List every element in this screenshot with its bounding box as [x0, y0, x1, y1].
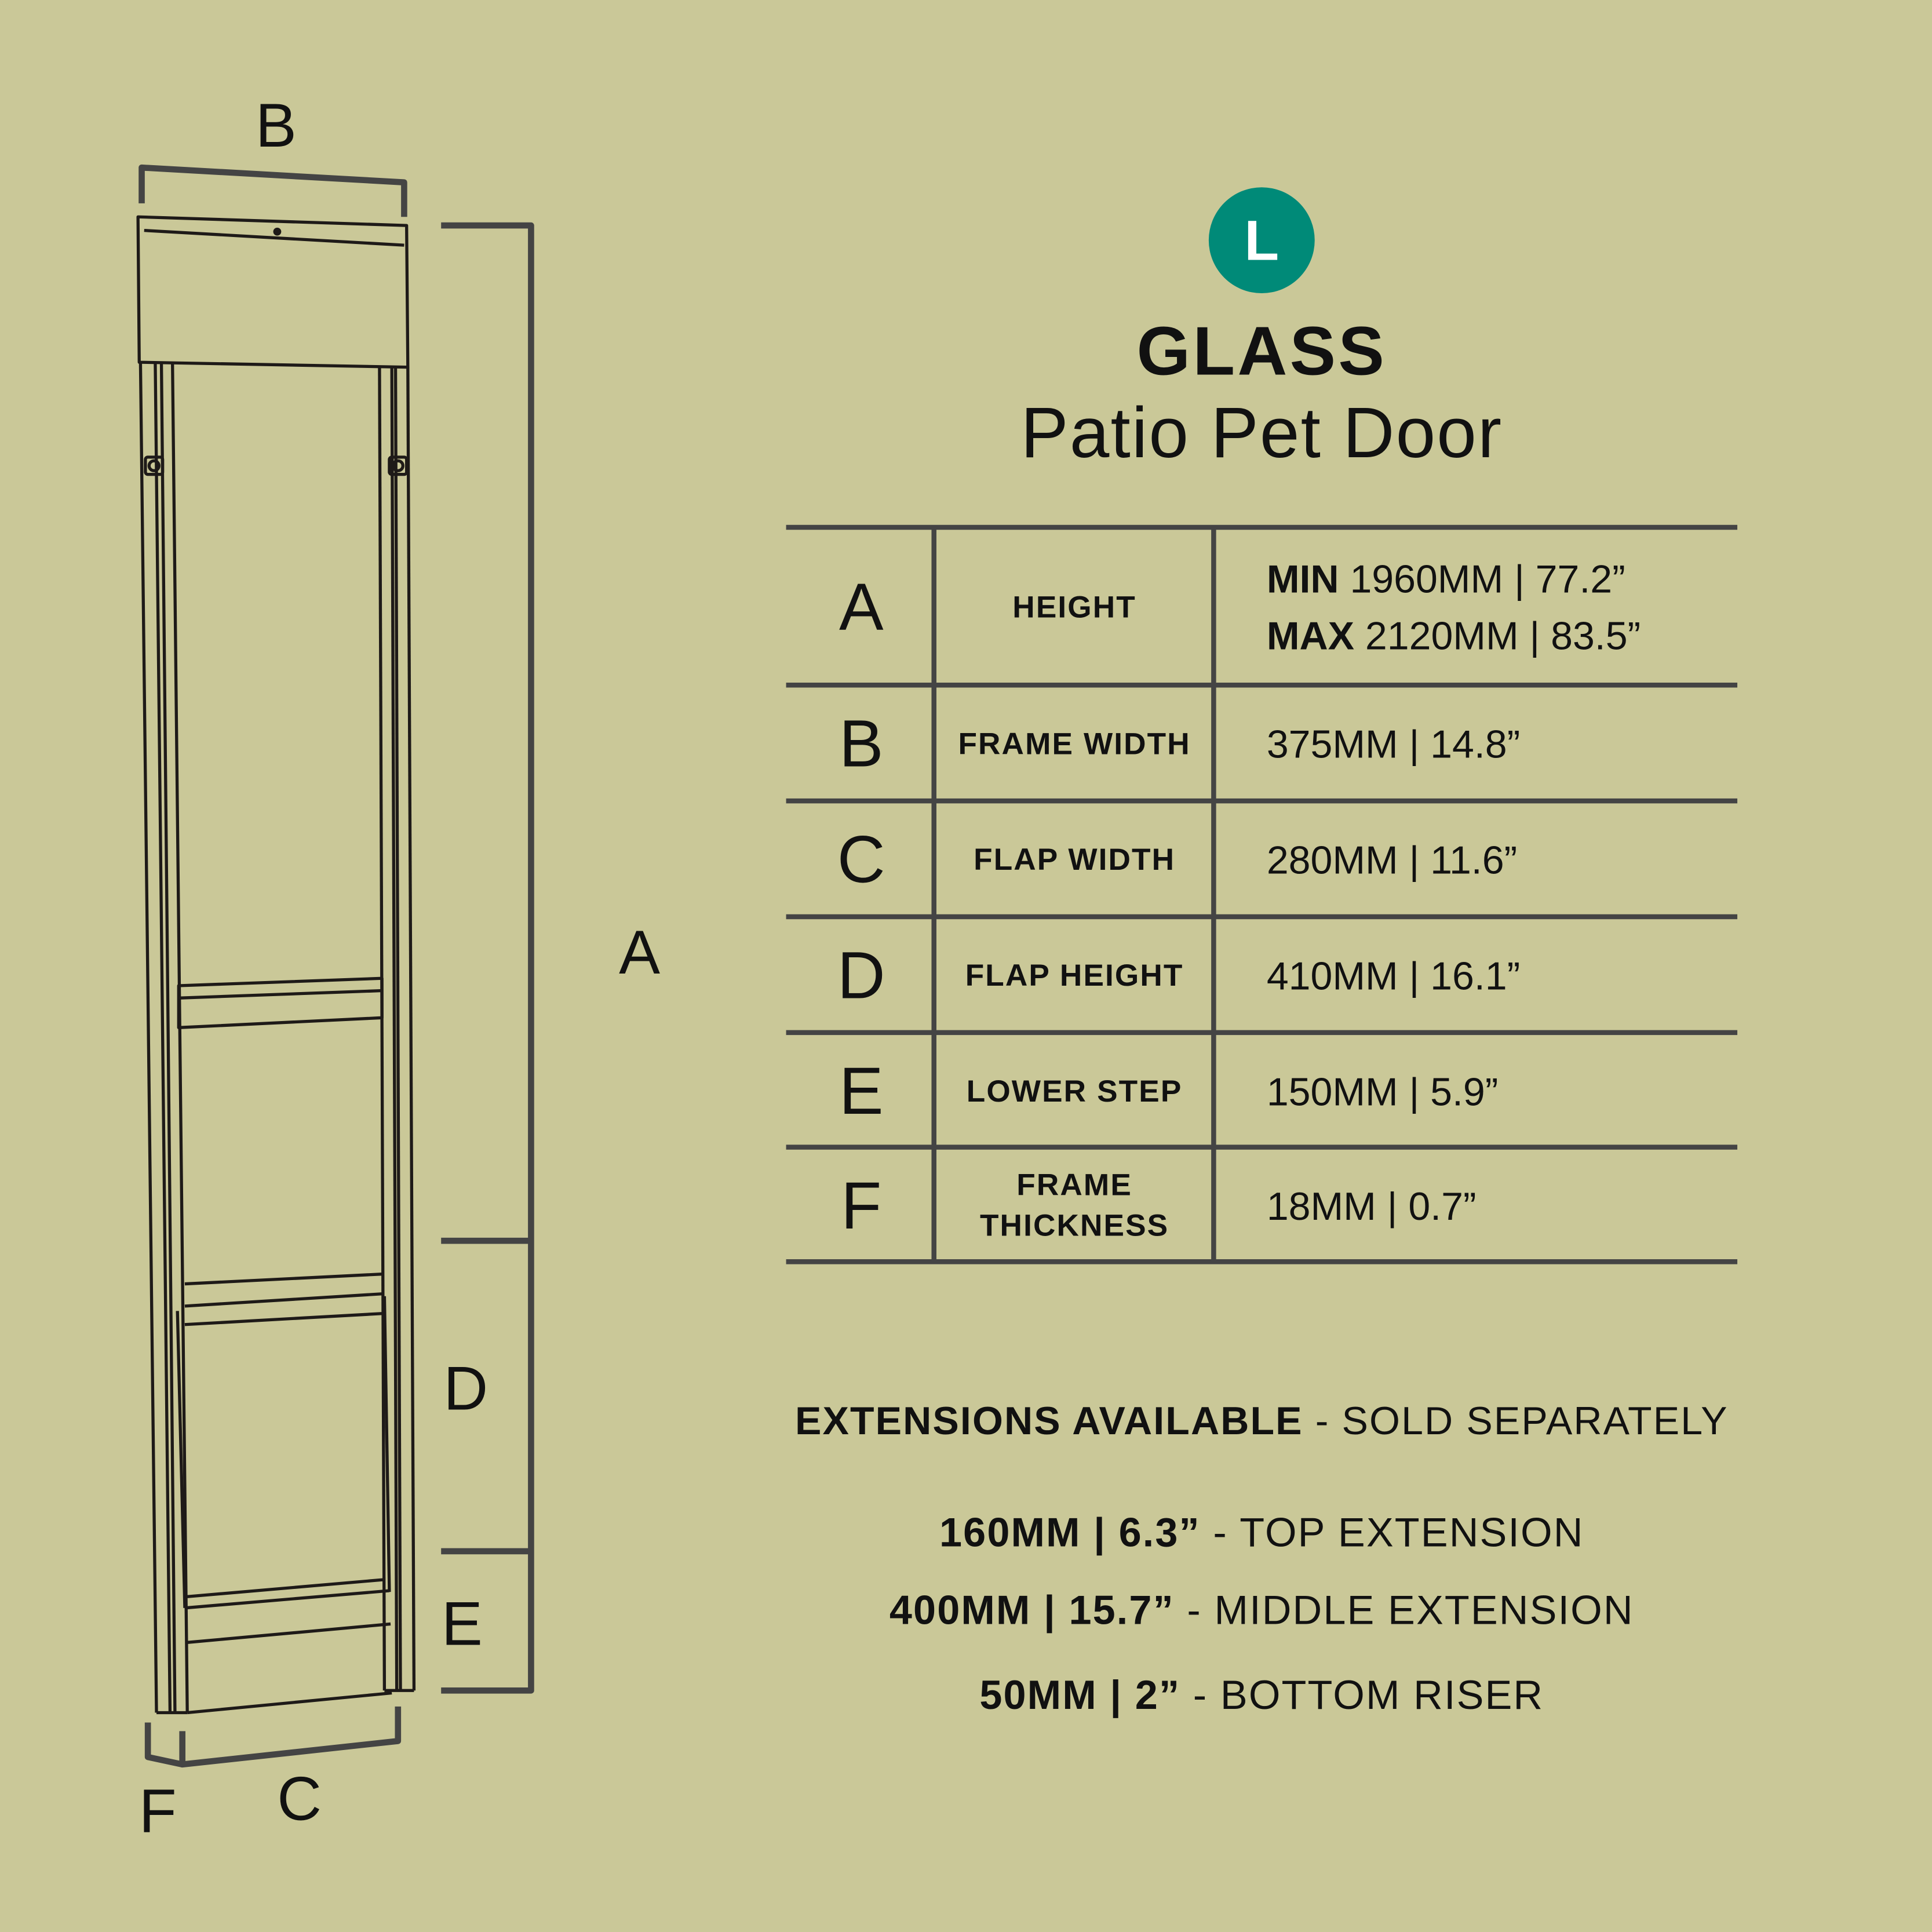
max-value: 2120MM | 83.5” — [1365, 613, 1641, 658]
dimension-label-c: C — [277, 1764, 322, 1833]
extension-size: 400MM | 15.7” — [889, 1587, 1175, 1633]
row-label: FLAP HEIGHT — [965, 958, 1184, 993]
bracket-c — [179, 1706, 402, 1768]
dimension-label-f: F — [138, 1777, 177, 1846]
extension-item: 160MM | 6.3” - TOP EXTENSION — [690, 1510, 1833, 1556]
size-badge: L — [1208, 187, 1315, 294]
row-value: MIN 1960MM | 77.2” MAX 2120MM | 83.5” — [1267, 530, 1735, 685]
extensions-heading: EXTENSIONS AVAILABLE - SOLD SEPARATELY — [690, 1398, 1833, 1444]
extensions-heading-suffix: - SOLD SEPARATELY — [1303, 1398, 1729, 1443]
row-letter: C — [837, 823, 885, 897]
dimension-label-e: E — [441, 1589, 483, 1658]
row-label: HEIGHT — [1012, 589, 1136, 624]
row-value: 150MM | 5.9” — [1266, 1069, 1499, 1114]
dimension-brackets — [138, 164, 534, 1768]
extension-item: 400MM | 15.7” - MIDDLE EXTENSION — [690, 1587, 1833, 1634]
extension-size: 50MM | 2” — [979, 1672, 1181, 1718]
extension-name: - MIDDLE EXTENSION — [1174, 1587, 1634, 1633]
door-outline — [136, 215, 416, 1715]
row-label: FLAP WIDTH — [974, 842, 1176, 877]
min-prefix: MIN — [1266, 557, 1339, 602]
extension-name: - TOP EXTENSION — [1200, 1509, 1584, 1555]
row-letter: B — [839, 707, 884, 782]
row-letter: D — [837, 939, 885, 1013]
row-value: 280MM | 11.6” — [1266, 837, 1518, 883]
extension-item: 50MM | 2” - BOTTOM RISER — [690, 1672, 1833, 1719]
extension-name: - BOTTOM RISER — [1180, 1672, 1544, 1718]
extensions-heading-bold: EXTENSIONS AVAILABLE — [794, 1398, 1303, 1443]
row-letter: A — [839, 570, 884, 645]
max-prefix: MAX — [1266, 613, 1355, 658]
extension-size: 160MM | 6.3” — [939, 1509, 1201, 1555]
row-label: FRAME WIDTH — [958, 726, 1191, 761]
row-letter: E — [839, 1055, 884, 1129]
dimension-label-d: D — [443, 1354, 489, 1423]
min-value: 1960MM | 77.2” — [1350, 557, 1625, 602]
row-label: FRAME THICKNESS — [979, 1167, 1169, 1243]
bracket-f — [144, 1722, 183, 1768]
dimension-label-b: B — [255, 91, 297, 161]
dimension-label-a: A — [619, 918, 661, 987]
row-value: 410MM | 16.1” — [1266, 953, 1521, 998]
product-title: GLASS — [1136, 311, 1387, 389]
row-letter: F — [841, 1168, 882, 1243]
size-letter: L — [1244, 208, 1280, 272]
row-value: 375MM | 14.8” — [1266, 722, 1521, 767]
row-label: LOWER STEP — [966, 1074, 1183, 1109]
row-value: 18MM | 0.7” — [1266, 1183, 1477, 1228]
bracket-a — [441, 222, 534, 1694]
product-subtitle: Patio Pet Door — [1020, 393, 1503, 473]
bracket-b — [138, 164, 407, 217]
